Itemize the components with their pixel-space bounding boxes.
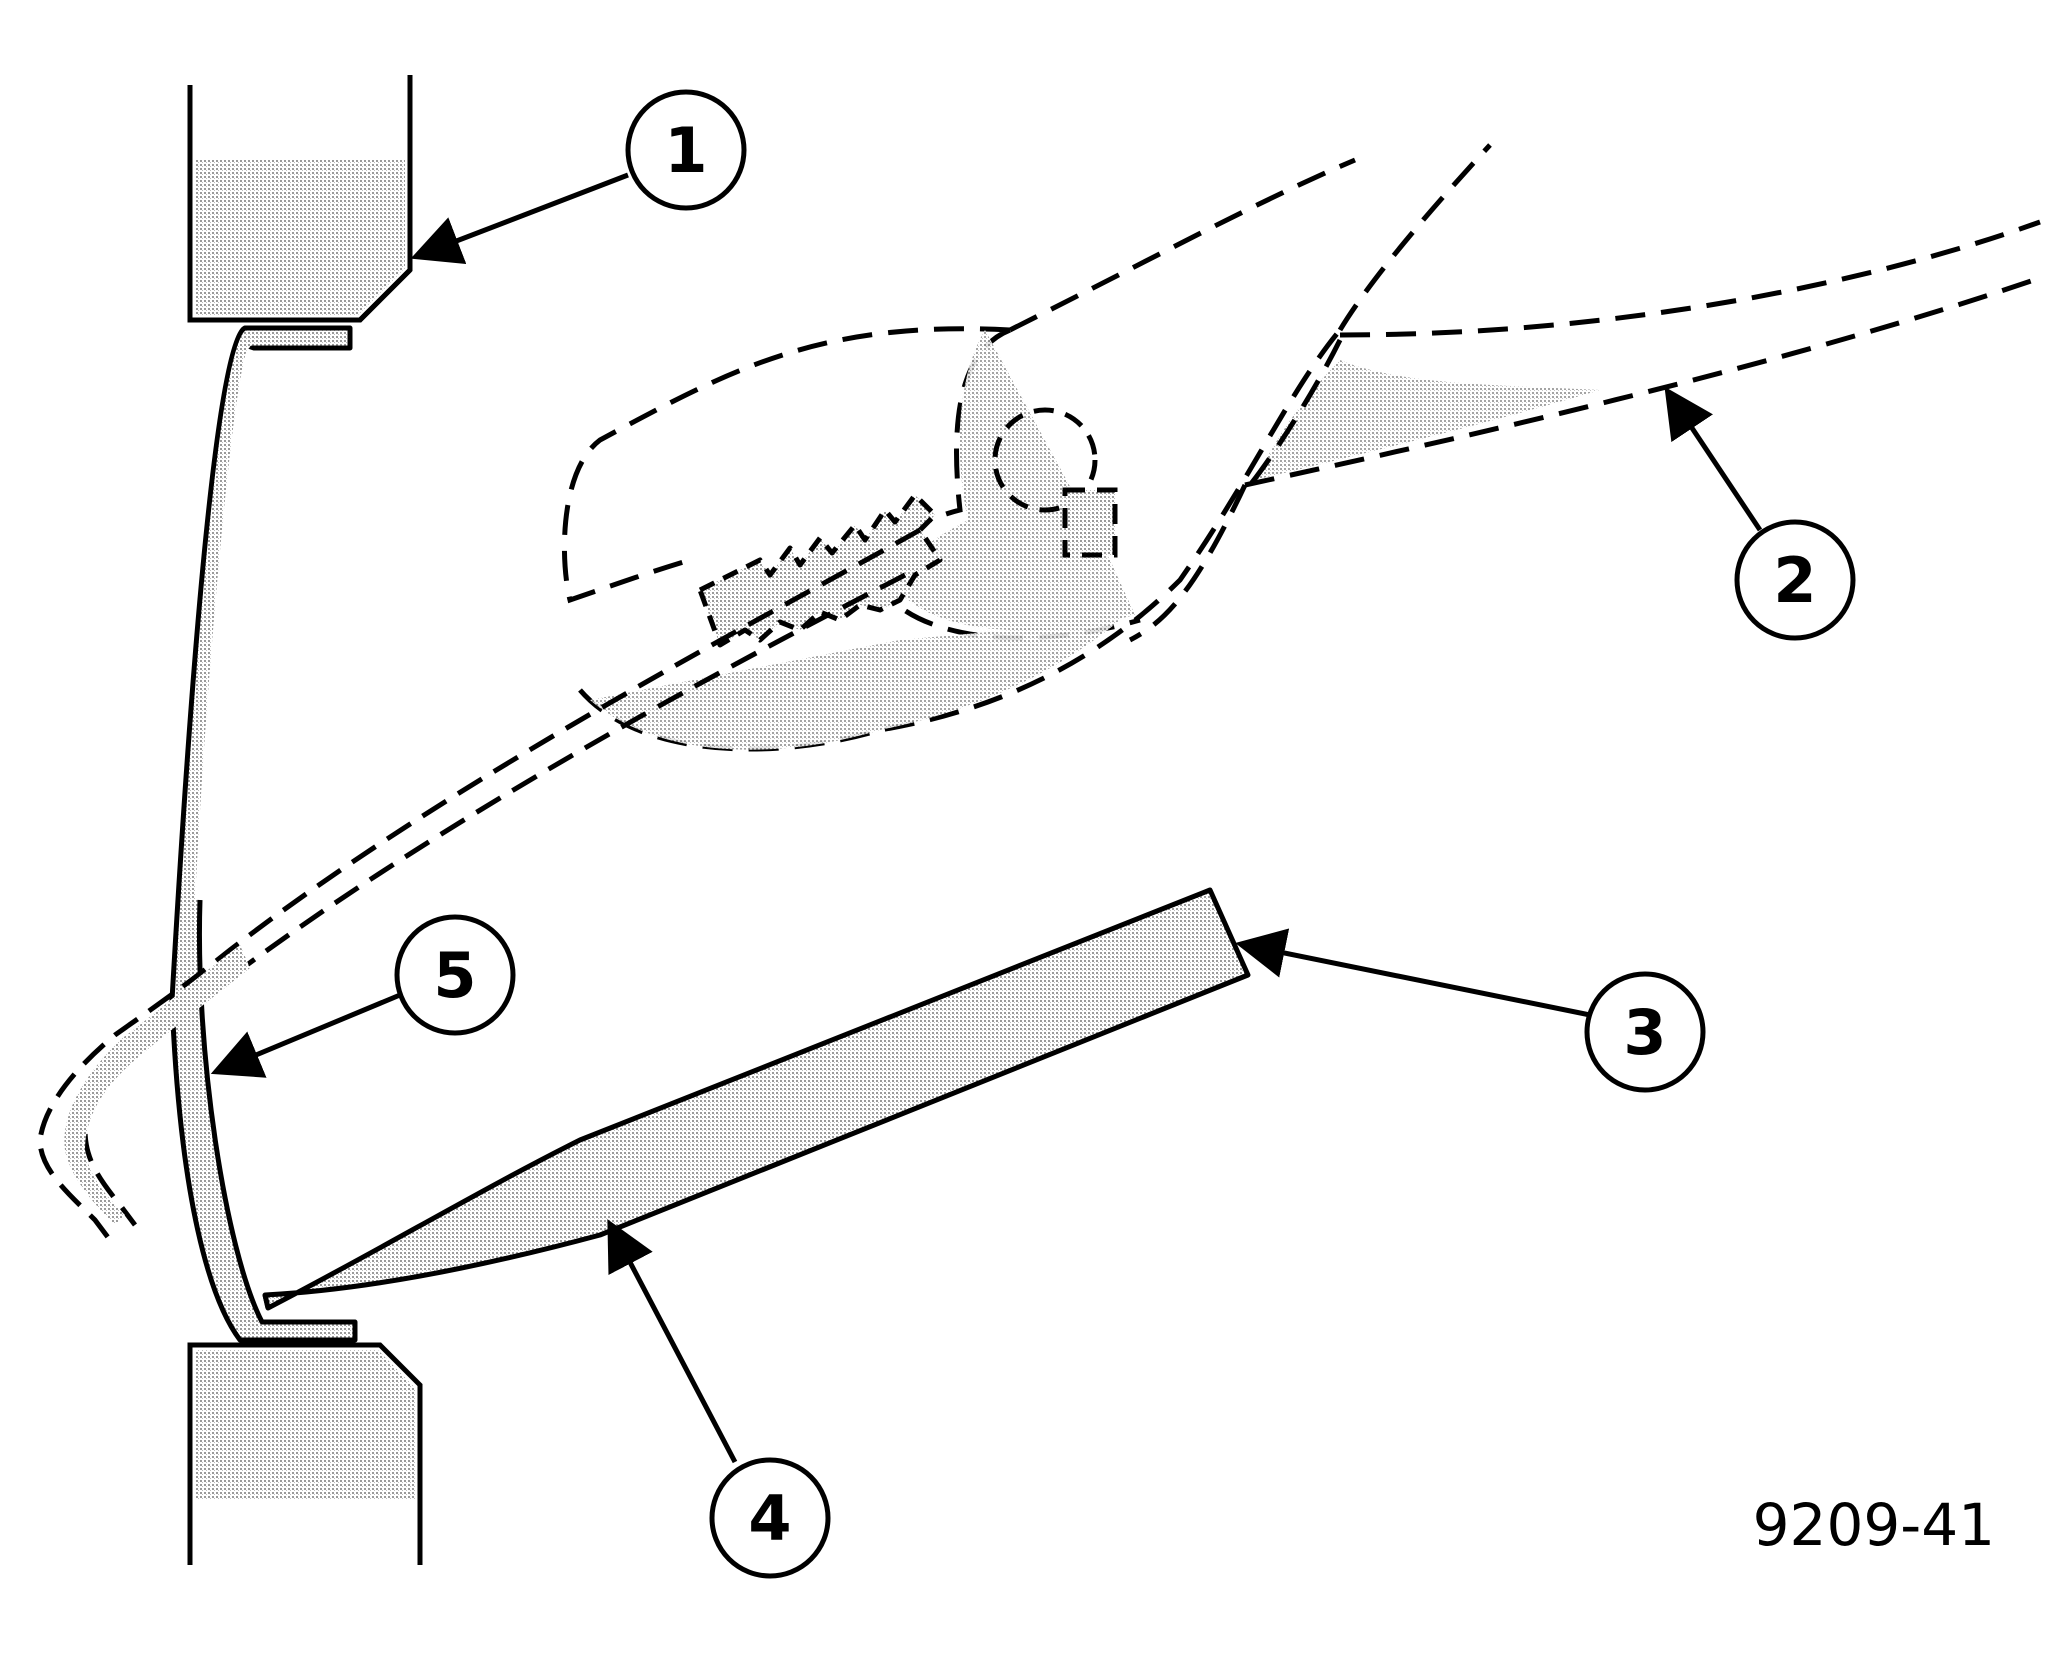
svg-text:1: 1 xyxy=(664,114,707,187)
callout-4: 4 xyxy=(709,1457,831,1579)
curved-panel-strip xyxy=(169,325,358,1343)
figure-id: 9209-41 xyxy=(1753,1491,1995,1559)
callout-3: 3 xyxy=(1584,971,1706,1093)
upper-frame-block xyxy=(187,75,413,323)
leader-lines xyxy=(210,172,1763,1464)
callout-5: 5 xyxy=(394,914,516,1036)
leader-1 xyxy=(410,172,629,264)
hidden-tool-outline xyxy=(561,143,2041,752)
serrated-jaw xyxy=(697,492,943,648)
leader-2 xyxy=(1664,386,1763,532)
svg-text:2: 2 xyxy=(1773,544,1816,617)
svg-text:3: 3 xyxy=(1623,996,1666,1069)
callout-2: 2 xyxy=(1734,519,1856,641)
callout-1: 1 xyxy=(625,89,747,211)
svg-text:4: 4 xyxy=(748,1482,791,1555)
pivot-bolt-hidden xyxy=(992,407,1118,558)
svg-text:5: 5 xyxy=(433,939,476,1012)
leader-5 xyxy=(210,992,401,1078)
dashed-hook-rod xyxy=(37,527,922,1242)
lower-frame-block xyxy=(187,1342,423,1565)
leader-3 xyxy=(1235,928,1591,1018)
leader-4 xyxy=(607,1219,738,1464)
